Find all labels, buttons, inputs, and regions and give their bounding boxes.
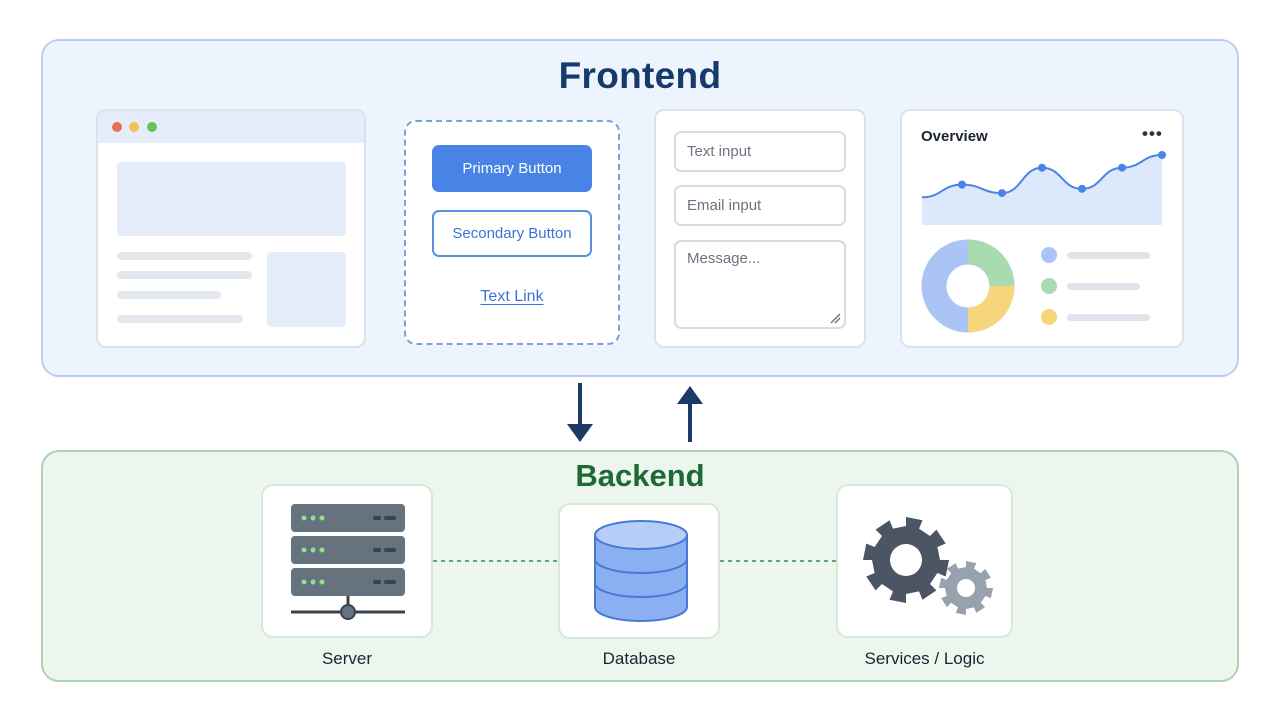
arrow-down-icon — [567, 383, 593, 442]
browser-title-bar — [98, 111, 364, 143]
database-node[interactable] — [558, 503, 720, 639]
database-icon — [594, 520, 688, 622]
donut-segment-yellow — [967, 285, 1015, 333]
resize-handle-icon[interactable] — [829, 312, 841, 324]
text-line-placeholder — [117, 271, 252, 279]
legend-line-placeholder — [1067, 283, 1140, 290]
chart-point — [1078, 184, 1086, 193]
text-input-field[interactable]: Text input — [674, 131, 846, 172]
services-label: Services / Logic — [864, 649, 985, 668]
server-node[interactable] — [261, 484, 433, 638]
donut-segment-green — [967, 239, 1015, 287]
donut-chart — [921, 239, 1015, 333]
server-label: Server — [321, 649, 373, 668]
backend-title: Backend — [575, 458, 705, 493]
server-icon — [291, 504, 405, 620]
browser-mockup-card — [96, 109, 366, 348]
dashboard-title: Overview — [921, 128, 988, 145]
data-flow-arrows — [567, 383, 703, 442]
chart-point — [1158, 151, 1166, 159]
side-image-placeholder — [267, 252, 346, 327]
legend-dot-yellow — [1041, 309, 1057, 325]
legend-line-placeholder — [1067, 314, 1150, 321]
email-input-field[interactable]: Email input — [674, 185, 846, 226]
browser-maximize-dot — [147, 122, 157, 132]
text-line-placeholder — [117, 315, 243, 323]
database-label: Database — [602, 649, 676, 668]
chart-area-fill — [922, 155, 1162, 225]
chart-point — [1038, 163, 1046, 172]
browser-close-dot — [112, 122, 122, 132]
frontend-title: Frontend — [558, 55, 722, 96]
primary-button[interactable]: Primary Button — [432, 145, 592, 192]
text-line-placeholder — [117, 291, 221, 299]
overview-line-chart — [921, 151, 1166, 225]
legend-line-placeholder — [1067, 252, 1150, 259]
secondary-button[interactable]: Secondary Button — [432, 210, 592, 257]
hero-image-placeholder — [117, 162, 346, 236]
message-textarea[interactable]: Message... — [674, 240, 846, 329]
text-link[interactable]: Text Link — [480, 288, 544, 305]
chart-point — [958, 180, 966, 189]
donut-legend — [1041, 247, 1150, 325]
browser-minimize-dot — [129, 122, 139, 132]
large-gear-icon — [863, 517, 949, 603]
legend-dot-blue — [1041, 247, 1057, 263]
services-node[interactable] — [836, 484, 1013, 638]
arrow-up-icon — [677, 386, 703, 442]
gears-icon — [863, 517, 993, 615]
more-horizontal-icon[interactable]: ••• — [1142, 124, 1163, 143]
text-line-placeholder — [117, 252, 252, 260]
small-gear-icon — [939, 561, 993, 615]
message-placeholder: Message... — [687, 250, 761, 267]
chart-point — [998, 189, 1006, 198]
legend-dot-green — [1041, 278, 1057, 294]
chart-point — [1118, 163, 1126, 172]
